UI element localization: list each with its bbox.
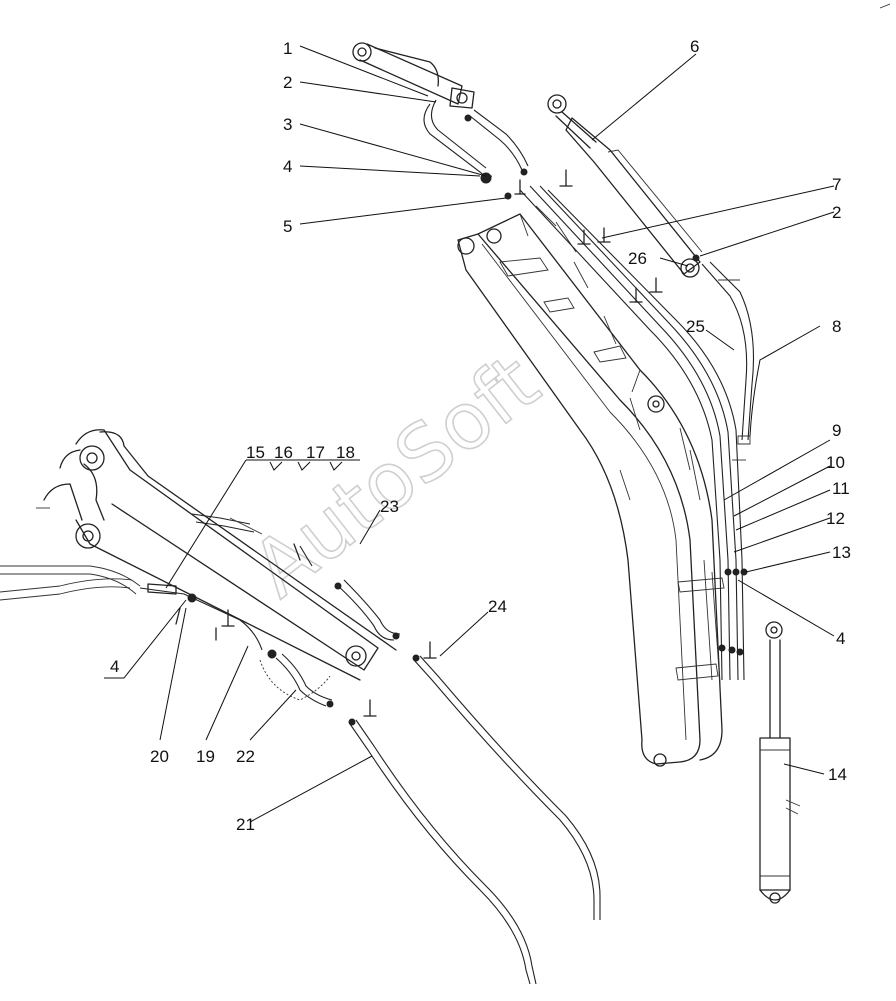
callout-12: 12 [826,509,845,528]
watermark: AutoSoft [235,337,556,616]
callout-15: 15 [246,443,265,462]
arm-cylinder [547,94,703,278]
hose-assembly-top [423,99,529,184]
callout-26: 26 [628,249,647,268]
callout-4-right: 4 [836,629,845,648]
callout-4-top: 4 [283,157,292,176]
callout-17: 17 [306,443,325,462]
callout-24: 24 [488,597,507,616]
callout-22: 22 [236,747,255,766]
callout-21: 21 [236,815,255,834]
callout-10: 10 [826,453,845,472]
callout-16: 16 [274,443,293,462]
leader-lines [104,45,835,823]
callout-9: 9 [832,421,841,440]
callout-18: 18 [336,443,355,462]
callout-6: 6 [690,37,699,56]
bolt-fasteners [504,169,663,303]
callout-11: 11 [832,479,850,498]
callout-14: 14 [828,765,847,784]
watermark-text: AutoSoft [236,338,555,615]
callout-7: 7 [832,175,841,194]
boom-hydraulic-lines [519,185,754,685]
main-boom [457,205,725,767]
fitting-group-13 [718,568,748,656]
callout-8: 8 [832,317,841,336]
callout-13: 13 [832,543,851,562]
corner-mark [879,3,891,9]
callout-5: 5 [283,217,292,236]
arm-stick [0,429,397,681]
callout-25: 25 [686,317,705,336]
boom-cylinder-top [352,42,475,109]
callout-2-top: 2 [283,73,292,92]
callout-20: 20 [150,747,169,766]
callout-labels: 1 2 3 4 5 6 7 2 26 25 8 9 10 11 12 13 4 … [110,37,851,834]
callout-4-left: 4 [110,657,119,676]
callout-1: 1 [283,39,292,58]
bucket-cylinder [759,621,801,904]
arm-hydraulic-lines [139,513,401,708]
steel-pipes [175,543,601,985]
callout-2-right: 2 [832,203,841,222]
callout-3: 3 [283,115,292,134]
callout-19: 19 [196,747,215,766]
callout-23: 23 [380,497,399,516]
